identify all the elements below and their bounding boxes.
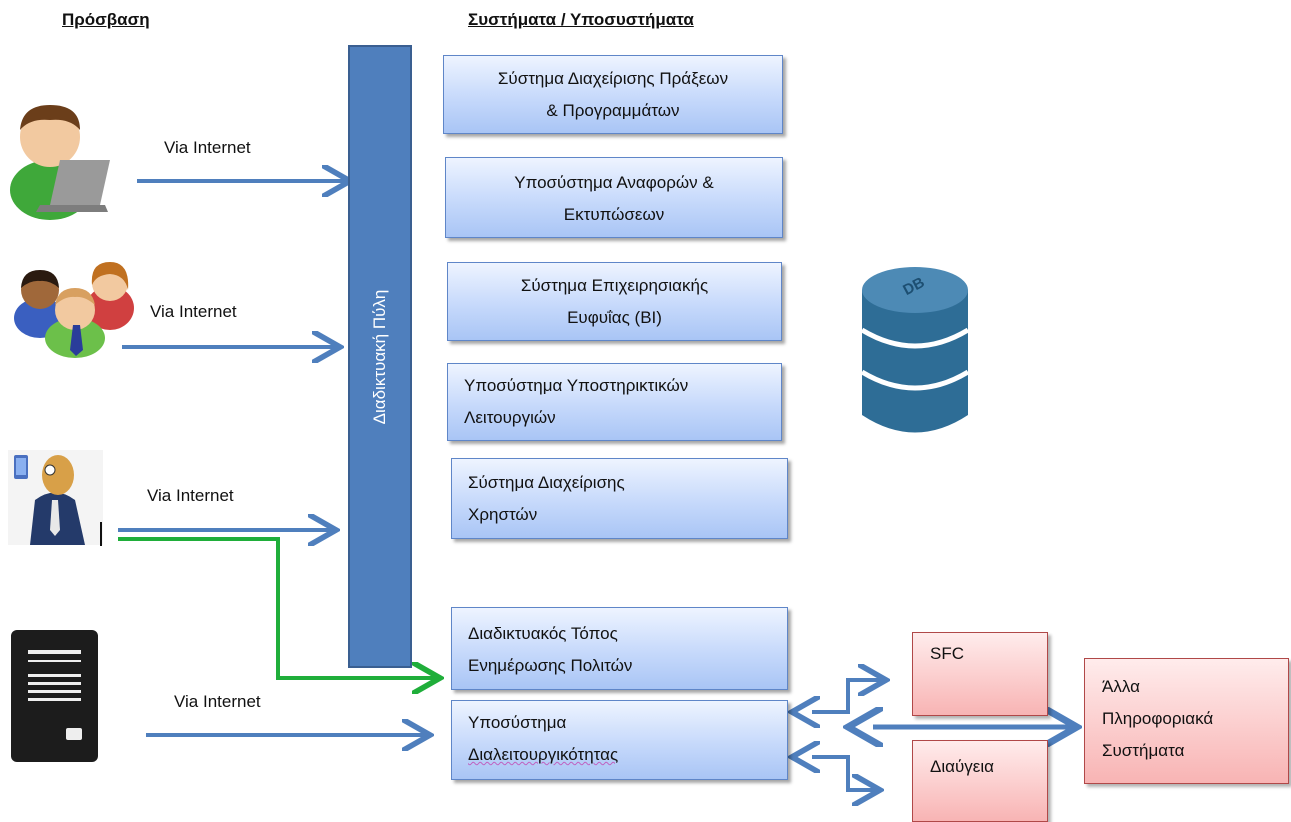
citizen-info-line2: Ενημέρωσης Πολιτών bbox=[468, 656, 633, 675]
systems-heading: Συστήματα / Υποσυστήματα bbox=[468, 10, 694, 29]
diavgeia-box[interactable]: Διαύγεια bbox=[912, 740, 1048, 822]
citizen-info-site[interactable]: Διαδικτυακός Τόπος Ενημέρωσης Πολιτών bbox=[451, 607, 788, 690]
access-heading: Πρόσβαση bbox=[62, 10, 150, 29]
system-box-line2: & Προγραμμάτων bbox=[546, 101, 680, 120]
arrow-green bbox=[118, 537, 436, 678]
access-label-2: Via Internet bbox=[150, 302, 237, 321]
system-box-users[interactable]: Σύστημα Διαχείρισης Χρηστών bbox=[451, 458, 788, 539]
arrow-sfc bbox=[812, 680, 882, 712]
other-systems-line3: Συστήματα bbox=[1102, 741, 1185, 760]
system-box-line2: Ευφυΐας (BI) bbox=[567, 308, 662, 327]
other-systems-line2: Πληροφοριακά bbox=[1102, 709, 1214, 728]
system-box-actions[interactable]: Σύστημα Διαχείρισης Πράξεων & Προγραμμάτ… bbox=[443, 55, 783, 134]
system-box-line1: Υποσύστημα Υποστηρικτικών bbox=[464, 376, 689, 395]
other-systems-box[interactable]: Άλλα Πληροφοριακά Συστήματα bbox=[1084, 658, 1289, 784]
web-portal-label: Διαδικτυακή Πύλη bbox=[370, 289, 389, 424]
sfc-box[interactable]: SFC bbox=[912, 632, 1048, 716]
citizen-info-line1: Διαδικτυακός Τόπος bbox=[468, 624, 618, 643]
interoperability-subsystem[interactable]: Υποσύστημα Διαλειτουργικότητας bbox=[451, 700, 788, 780]
system-box-line1: Σύστημα Διαχείρισης bbox=[468, 473, 625, 492]
system-box-line1: Σύστημα Επιχειρησιακής bbox=[520, 276, 709, 295]
system-box-bi[interactable]: Σύστημα Επιχειρησιακής Ευφυΐας (BI) bbox=[447, 262, 782, 341]
access-label-3: Via Internet bbox=[147, 486, 234, 505]
interop-line2: Διαλειτουργικότητας bbox=[468, 745, 619, 764]
system-box-line2: Χρηστών bbox=[468, 505, 538, 524]
system-box-line1: Σύστημα Διαχείρισης Πράξεων bbox=[497, 69, 729, 88]
diavgeia-label: Διαύγεια bbox=[930, 757, 994, 776]
system-box-reports[interactable]: Υποσύστημα Αναφορών & Εκτυπώσεων bbox=[445, 157, 783, 238]
arrow-diavgeia bbox=[812, 757, 876, 790]
access-label-4: Via Internet bbox=[174, 692, 261, 711]
access-label-1: Via Internet bbox=[164, 138, 251, 157]
other-systems-line1: Άλλα bbox=[1102, 677, 1140, 696]
interop-line1: Υποσύστημα bbox=[468, 713, 567, 732]
web-portal[interactable]: Διαδικτυακή Πύλη bbox=[348, 45, 412, 668]
system-box-line1: Υποσύστημα Αναφορών & bbox=[514, 173, 714, 192]
sfc-label: SFC bbox=[930, 644, 964, 663]
system-box-line2: Λειτουργιών bbox=[464, 408, 556, 427]
system-box-support[interactable]: Υποσύστημα Υποστηρικτικών Λειτουργιών bbox=[447, 363, 782, 441]
system-box-line2: Εκτυπώσεων bbox=[563, 205, 665, 224]
